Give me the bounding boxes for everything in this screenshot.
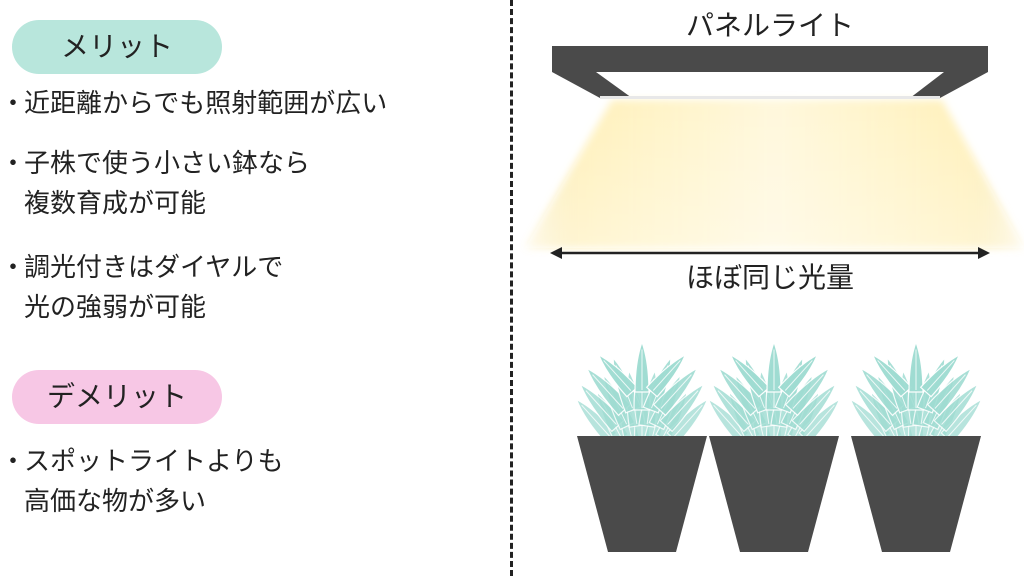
succulent-icon xyxy=(575,340,709,444)
demerit-item-1-line-1: スポットライトよりも xyxy=(24,447,284,477)
merit-item-3-line-1: 調光付きはダイヤルで xyxy=(24,253,284,283)
light-beam-fade xyxy=(525,100,1024,248)
panel-light-icon xyxy=(552,46,988,99)
succulent-icon xyxy=(849,340,983,444)
merit-heading: メリット xyxy=(12,20,222,74)
demerit-heading: デメリット xyxy=(12,370,222,424)
double-arrow-icon xyxy=(550,247,990,259)
succulent-icon xyxy=(707,340,841,444)
merit-item-1-line-1: 近距離からでも照射範囲が広い xyxy=(24,89,388,119)
pot-icon xyxy=(709,436,839,552)
bullet: ・ xyxy=(0,253,27,283)
demerit-item-1-line-2: 高価な物が多い xyxy=(24,487,207,517)
panel-light-label: パネルライト xyxy=(685,9,854,42)
bullet: ・ xyxy=(0,89,27,119)
range-label: ほぼ同じ光量 xyxy=(685,261,854,294)
pot-icon xyxy=(577,436,707,552)
merit-item-3: ・調光付きはダイヤルで 光の強弱が可能 xyxy=(0,248,283,328)
bullet: ・ xyxy=(0,149,27,179)
merit-item-1: ・近距離からでも照射範囲が広い xyxy=(0,84,387,124)
center-divider xyxy=(510,0,513,576)
demerit-item-1: ・スポットライトよりも 高価な物が多い xyxy=(0,442,283,522)
pot-icon xyxy=(851,436,981,552)
merit-item-2-line-1: 子株で使う小さい鉢なら xyxy=(24,149,311,179)
merit-item-2: ・子株で使う小さい鉢なら 複数育成が可能 xyxy=(0,144,310,224)
merit-item-3-line-2: 光の強弱が可能 xyxy=(24,293,207,323)
merit-item-2-line-2: 複数育成が可能 xyxy=(24,189,207,219)
bullet: ・ xyxy=(0,447,27,477)
plant-row xyxy=(575,340,983,552)
